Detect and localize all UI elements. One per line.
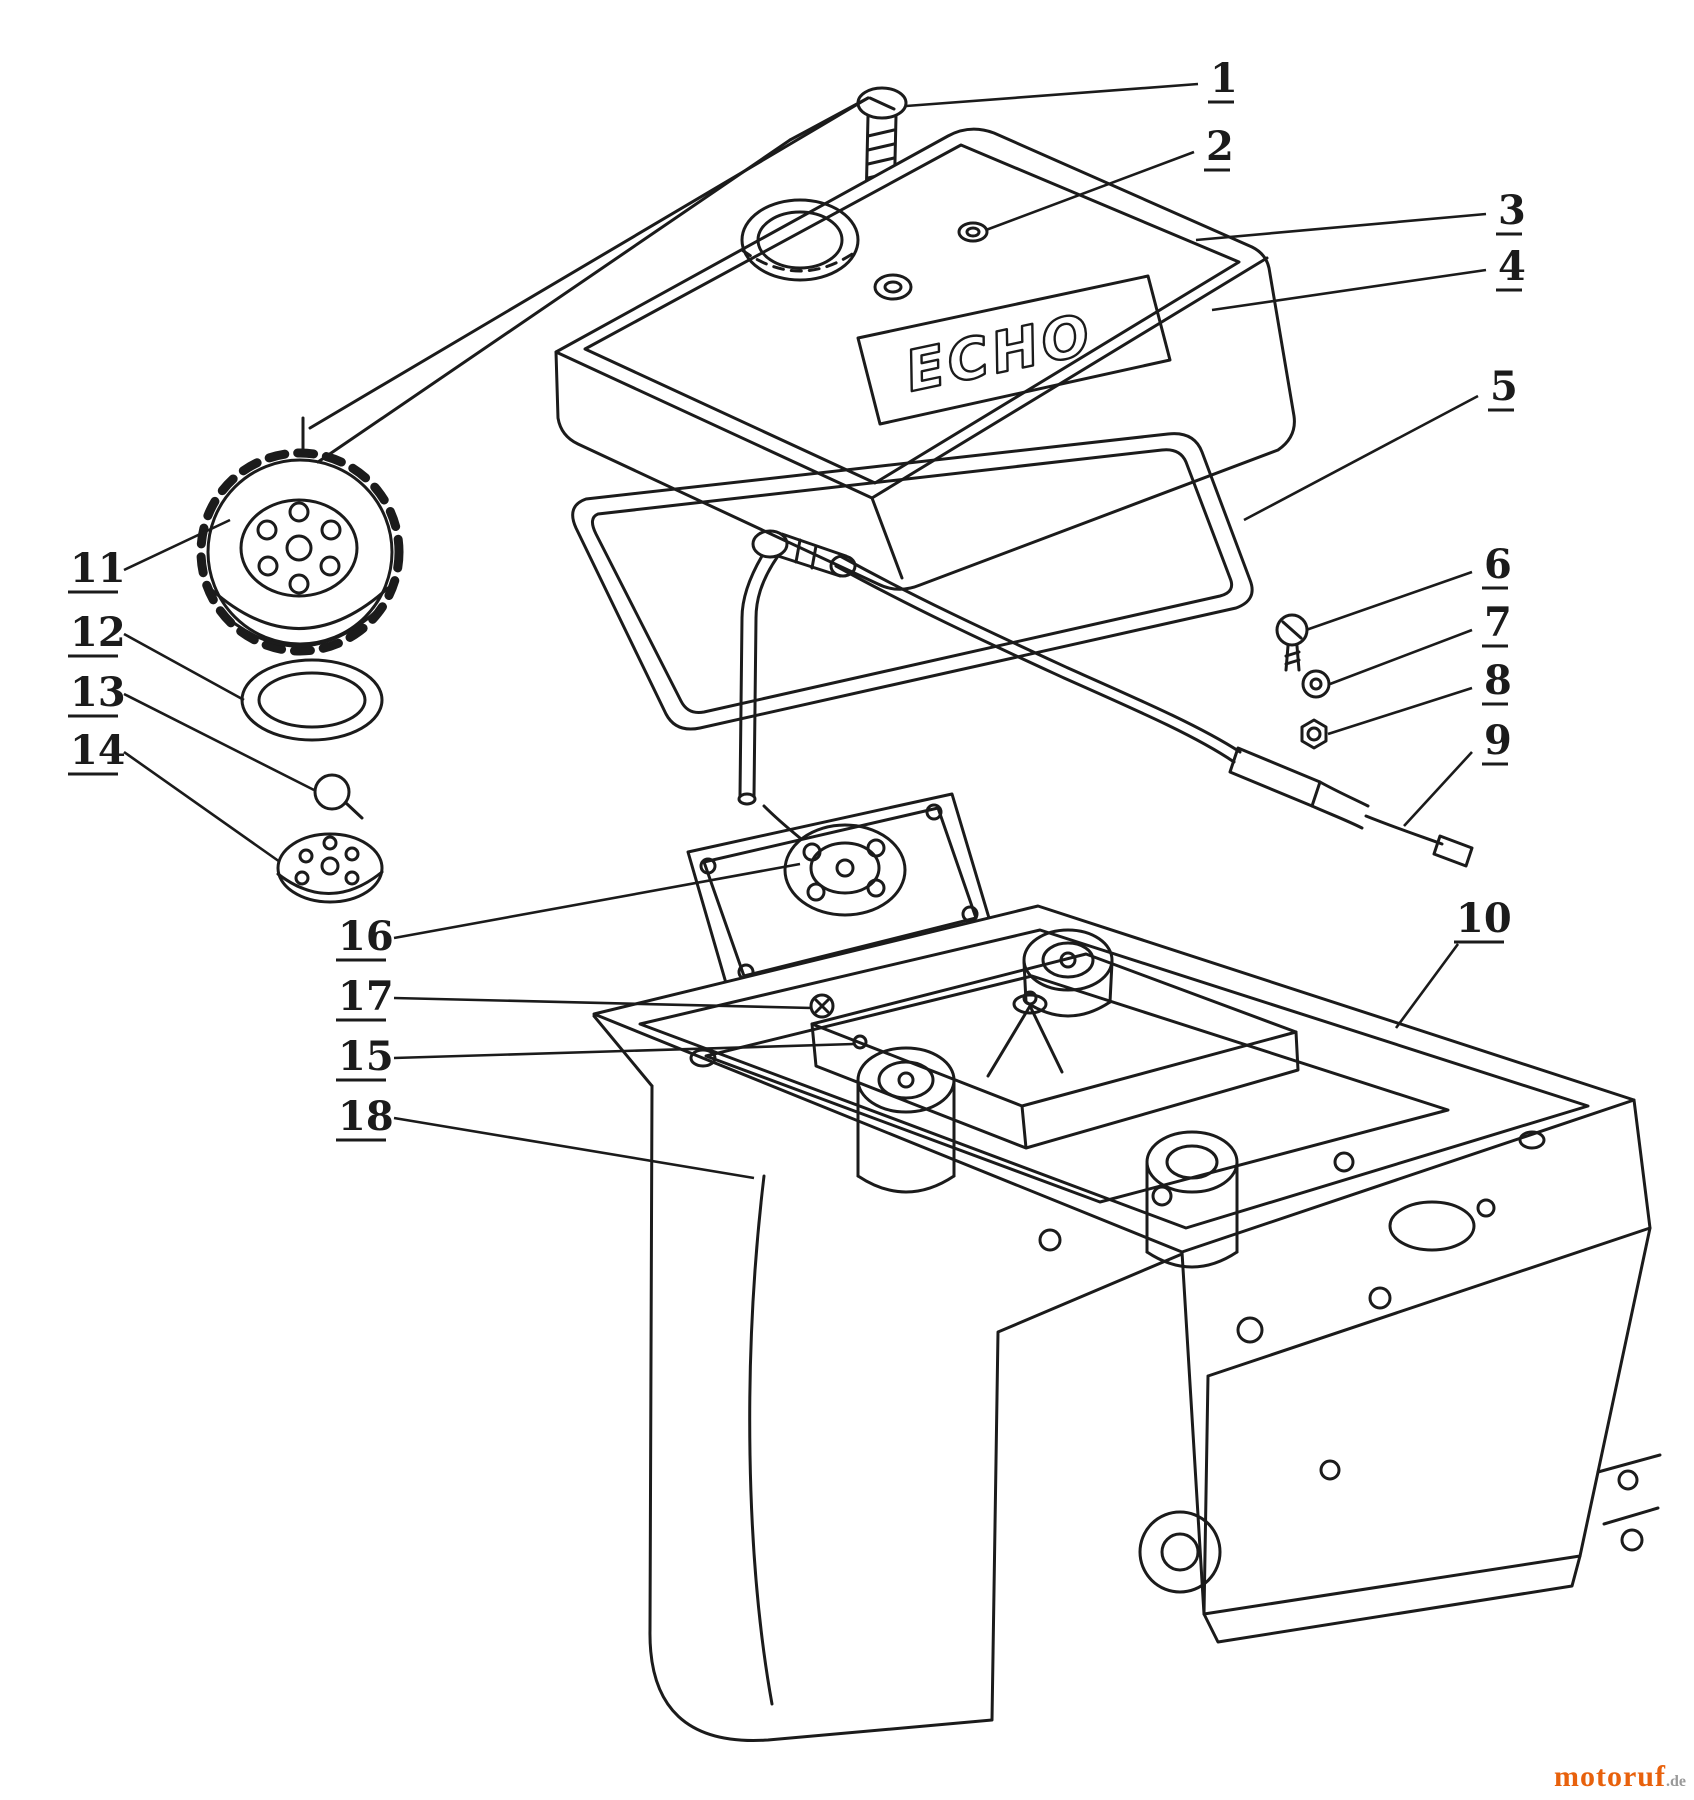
callout-label-6: 6 (1484, 541, 1512, 588)
alignment-lines (301, 96, 870, 464)
callout-label-12: 12 (70, 609, 126, 656)
callout-label-3: 3 (1498, 187, 1526, 234)
callout-label-7: 7 (1484, 599, 1512, 646)
callout-leader-8 (1327, 686, 1473, 736)
callout-label-15: 15 (338, 1033, 394, 1080)
cover-gasket-part (571, 432, 1254, 731)
pump-assembly-part (762, 804, 907, 917)
callout-label-13: 13 (70, 669, 126, 716)
callout-leader-18 (393, 1116, 755, 1180)
callout-leader-13 (123, 692, 315, 792)
callout-label-17: 17 (338, 973, 394, 1020)
throttle-cable-part (834, 554, 1474, 868)
callout-leader-6 (1305, 570, 1473, 632)
vent-valve-part (276, 832, 384, 904)
callout-label-9: 9 (1484, 717, 1512, 764)
tank-cover-part: ECHO (554, 127, 1296, 591)
screw-part (1275, 613, 1309, 672)
fuel-line-fitting-part (740, 529, 857, 620)
callout-leader-14 (123, 750, 281, 864)
callout-leader-3 (1195, 212, 1487, 242)
callout-leader-12 (123, 632, 245, 702)
callout-leader-16 (393, 862, 801, 940)
callout-label-11: 11 (70, 545, 126, 592)
callout-label-4: 4 (1498, 243, 1526, 290)
vent-ball-part (313, 773, 364, 820)
watermark-tld[interactable]: .de (1666, 1773, 1686, 1790)
callout-leader-9 (1403, 751, 1473, 827)
callout-label-14: 14 (70, 727, 126, 774)
callout-label-18: 18 (338, 1093, 394, 1140)
callout-leader-2 (985, 150, 1195, 232)
cap-gasket-part (240, 658, 384, 742)
callout-leader-17 (393, 996, 813, 1010)
callout-label-2: 2 (1206, 123, 1234, 170)
diagram-artwork: ECHO (196, 86, 1662, 1743)
washer-part (1301, 669, 1331, 699)
callout-leader-7 (1329, 628, 1473, 686)
callout-label-16: 16 (338, 913, 394, 960)
watermark-brand[interactable]: motoruf (1554, 1760, 1666, 1793)
watermark[interactable]: motoruf.de (1554, 1760, 1686, 1794)
callout-label-8: 8 (1484, 657, 1512, 704)
callout-leader-15 (393, 1042, 855, 1060)
callout-leader-10 (1394, 943, 1460, 1029)
callout-label-1: 1 (1210, 55, 1238, 102)
nut-part (1300, 718, 1328, 750)
callout-leader-5 (1243, 394, 1479, 522)
callout-leader-11 (123, 518, 231, 572)
pickup-tube-part (737, 616, 758, 806)
fuel-cap-part (196, 448, 404, 656)
callout-label-5: 5 (1490, 363, 1518, 410)
tank-body-part (592, 904, 1662, 1644)
callout-leader-1 (905, 82, 1199, 108)
callout-leader-4 (1211, 268, 1487, 312)
callout-label-10: 10 (1456, 895, 1512, 942)
